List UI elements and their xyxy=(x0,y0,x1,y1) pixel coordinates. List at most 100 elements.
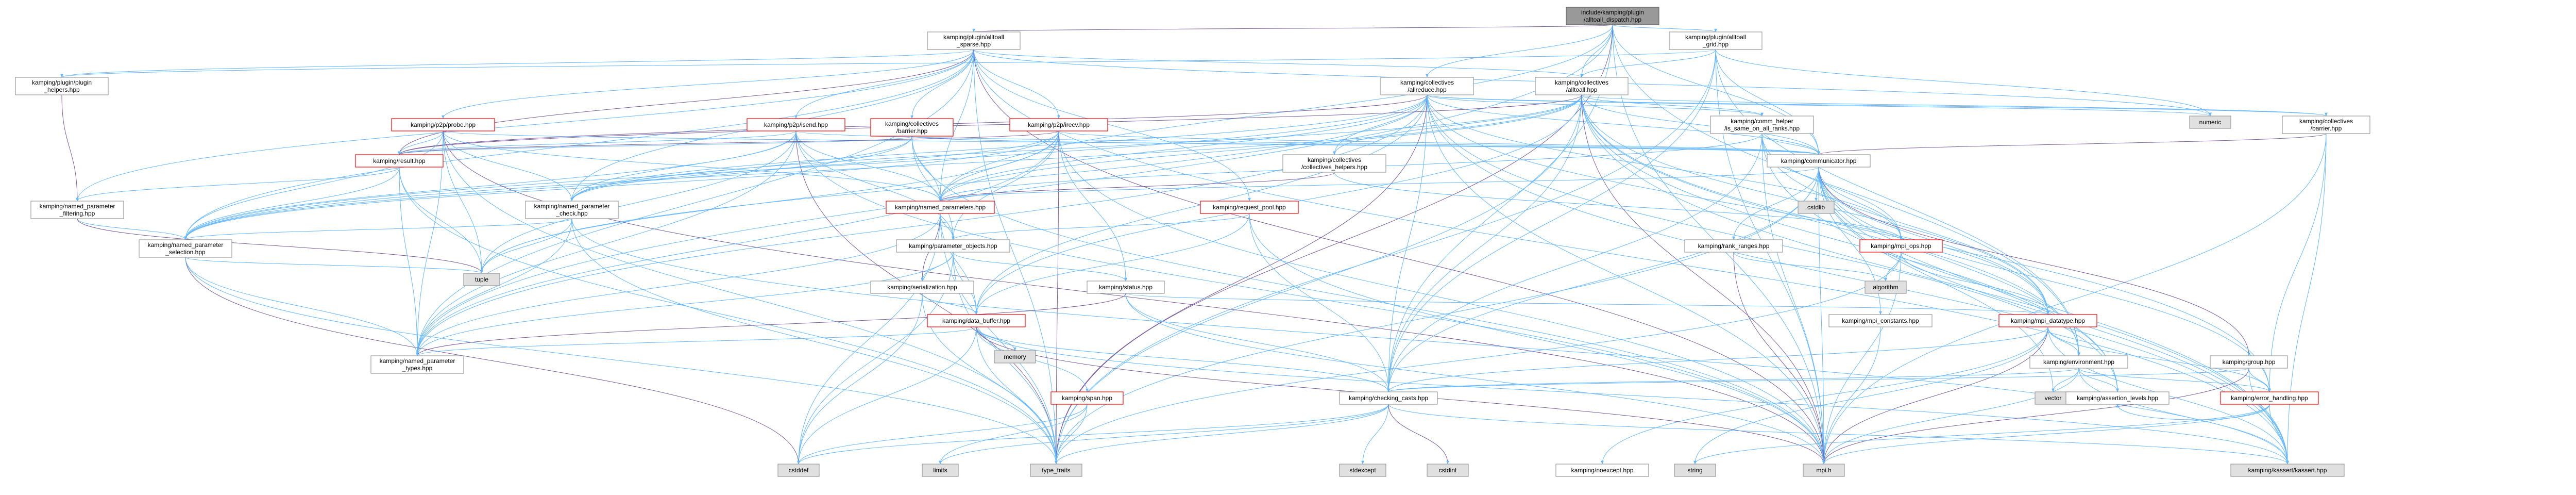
node-label: string xyxy=(1687,467,1702,474)
node-comm-helper[interactable]: kamping/comm_helper/is_same_on_all_ranks… xyxy=(1710,116,1814,134)
node-checking-casts[interactable]: kamping/checking_casts.hpp xyxy=(1339,391,1438,405)
node-grid[interactable]: kamping/plugin/alltoall_grid.hpp xyxy=(1669,31,1762,50)
node-label: kamping/collectives xyxy=(1308,156,1361,163)
node-coll-allreduce[interactable]: kamping/collectives/allreduce.hpp xyxy=(1380,77,1474,95)
node-label: _sparse.hpp xyxy=(956,41,991,48)
edge-sparse-to-coll_barrier_red xyxy=(910,49,974,119)
node-result[interactable]: kamping/result.hpp xyxy=(355,154,444,168)
node-box xyxy=(1282,154,1386,173)
edge-p2p_irecv-to-result xyxy=(398,130,1059,155)
node-box xyxy=(1339,391,1438,405)
edge-communicator-to-mpi_h xyxy=(1818,167,1825,465)
node-request-pool[interactable]: kamping/request_pool.hpp xyxy=(1200,201,1299,214)
node-param-objects[interactable]: kamping/parameter_objects.hpp xyxy=(896,239,1010,253)
node-box xyxy=(1674,464,1716,477)
node-box xyxy=(1050,391,1124,405)
node-box xyxy=(1030,464,1082,477)
node-box xyxy=(1669,31,1762,50)
edge-mpi_datatype-to-error_handling xyxy=(2047,326,2271,392)
edge-result-to-np_types xyxy=(399,167,419,356)
node-label: cstdint xyxy=(1439,467,1457,474)
node-p2p-isend[interactable]: kamping/p2p/isend.hpp xyxy=(747,118,845,131)
edge-p2p_irecv-to-mpi_h xyxy=(1058,130,1825,465)
edge-p2p_irecv-to-np_check xyxy=(570,130,1059,202)
node-assertion-levels[interactable]: kamping/assertion_levels.hpp xyxy=(2065,391,2170,405)
node-box xyxy=(1865,280,1907,294)
edge-root-to-coll_allreduce xyxy=(1426,24,1613,78)
edge-status-to-mpi_h xyxy=(1125,293,1825,465)
node-box xyxy=(1828,314,1933,327)
node-mpi-datatype[interactable]: kamping/mpi_datatype.hpp xyxy=(1998,314,2097,327)
node-noexcept[interactable]: kamping/noexcept.hpp xyxy=(1555,464,1649,477)
node-group[interactable]: kamping/group.hpp xyxy=(2210,355,2288,369)
node-serialization[interactable]: kamping/serialization.hpp xyxy=(870,280,974,294)
node-string: string xyxy=(1674,464,1716,477)
edge-span-to-cstddef xyxy=(797,404,1088,465)
edge-error_handling-to-assertion_levels xyxy=(2116,404,2270,420)
node-p2p-irecv[interactable]: kamping/p2p/irecv.hpp xyxy=(1009,118,1108,131)
node-coll-alltoall[interactable]: kamping/collectives/alltoall.hpp xyxy=(1535,77,1629,95)
edge-coll_allreduce-to-mpi_datatype xyxy=(1427,94,2049,315)
node-communicator[interactable]: kamping/communicator.hpp xyxy=(1767,154,1871,168)
edge-root-to-named_params xyxy=(939,24,1613,202)
node-label: stdexcept xyxy=(1349,467,1376,474)
node-label: kamping/status.hpp xyxy=(1099,284,1153,291)
edge-result-to-tuple xyxy=(399,167,483,274)
node-named-params[interactable]: kamping/named_parameters.hpp xyxy=(886,201,995,214)
node-label: kamping/collectives xyxy=(1400,79,1454,86)
edge-coll_allreduce-to-numeric xyxy=(1427,94,2212,117)
node-coll-helpers[interactable]: kamping/collectives/collectives_helpers.… xyxy=(1282,154,1386,173)
node-np-check[interactable]: kamping/named_parameter_check.hpp xyxy=(525,201,619,219)
node-rank-ranges[interactable]: kamping/rank_ranges.hpp xyxy=(1684,239,1783,253)
node-label: kamping/collectives xyxy=(885,120,939,127)
node-label: memory xyxy=(1004,353,1026,360)
node-coll-barrier-red[interactable]: kamping/collectives/barrier.hpp xyxy=(870,118,954,137)
node-label: _helpers.hpp xyxy=(43,86,80,93)
node-root[interactable]: include/kamping/plugin/alltoall_dispatch… xyxy=(1566,7,1659,25)
node-coll-barrier[interactable]: kamping/collectives/barrier.hpp xyxy=(2282,116,2370,134)
node-p2p-probe[interactable]: kamping/p2p/probe.hpp xyxy=(391,118,495,131)
edge-communicator-to-assertion_levels xyxy=(1818,167,2119,392)
node-span[interactable]: kamping/span.hpp xyxy=(1050,391,1124,405)
edge-p2p_probe-to-np_types xyxy=(416,130,444,356)
node-sparse[interactable]: kamping/plugin/alltoall_sparse.hpp xyxy=(927,31,1021,50)
node-np-types[interactable]: kamping/named_parameter_types.hpp xyxy=(370,355,464,374)
node-data-buffer[interactable]: kamping/data_buffer.hpp xyxy=(927,314,1026,327)
node-status[interactable]: kamping/status.hpp xyxy=(1087,280,1165,294)
edge-root-to-type_traits xyxy=(1055,24,1613,465)
node-box xyxy=(525,201,619,219)
edge-mpi_ops-to-algorithm xyxy=(1884,252,1902,282)
edge-root-to-grid xyxy=(1612,24,1717,32)
node-environment[interactable]: kamping/environment.hpp xyxy=(2029,355,2128,369)
edge-root-to-np_types xyxy=(416,24,1613,356)
node-box xyxy=(1200,201,1299,214)
node-mpi-ops[interactable]: kamping/mpi_ops.hpp xyxy=(1859,239,1943,253)
node-mpi-constants[interactable]: kamping/mpi_constants.hpp xyxy=(1828,314,1933,327)
edge-grid-to-checking_casts xyxy=(1387,49,1716,392)
node-box xyxy=(886,201,995,214)
edge-sparse-to-p2p_irecv xyxy=(973,49,1060,119)
node-np-filtering[interactable]: kamping/named_parameter_filtering.hpp xyxy=(30,201,124,219)
node-np-selection[interactable]: kamping/named_parameter_selection.hpp xyxy=(139,239,232,258)
node-box xyxy=(463,273,500,286)
edge-coll_alltoall-to-named_params xyxy=(939,94,1582,202)
edge-p2p_irecv-to-np_types xyxy=(416,130,1059,356)
edge-np_filtering-to-np_selection xyxy=(77,218,187,240)
edge-p2p_irecv-to-status xyxy=(1058,130,1127,282)
node-label: /alltoall.hpp xyxy=(1566,86,1598,93)
edge-environment-to-vector xyxy=(2052,368,2079,392)
node-label: /barrier.hpp xyxy=(896,127,928,135)
node-label: /alltoall_dispatch.hpp xyxy=(1584,16,1641,23)
edge-checking_casts-to-stdexcept xyxy=(1361,404,1389,465)
edge-coll_allreduce-to-coll_barrier xyxy=(1427,94,2328,117)
node-box xyxy=(870,118,954,137)
edge-coll_allreduce-to-named_params xyxy=(939,94,1428,202)
node-limits: limits xyxy=(922,464,959,477)
node-plugin-helpers[interactable]: kamping/plugin/plugin_helpers.hpp xyxy=(15,77,109,95)
edge-comm_helper-to-checking_casts xyxy=(1387,133,1762,392)
dependency-edges xyxy=(60,24,2328,465)
node-error-handling[interactable]: kamping/error_handling.hpp xyxy=(2220,391,2319,405)
node-box xyxy=(139,239,232,258)
node-label: kamping/data_buffer.hpp xyxy=(942,317,1010,324)
edge-data_buffer-to-checking_casts xyxy=(976,326,1390,392)
